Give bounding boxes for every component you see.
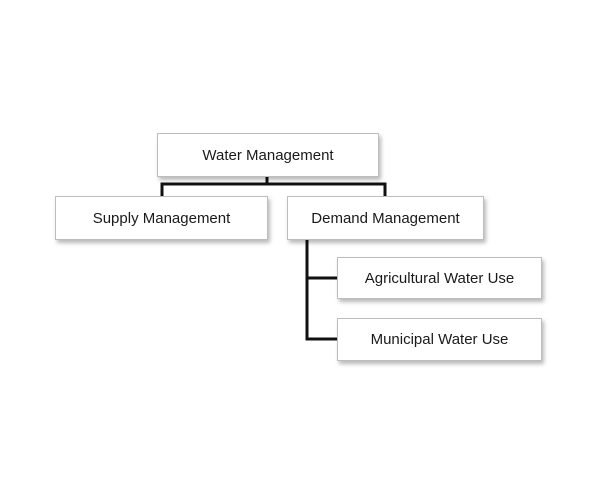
node-label: Agricultural Water Use xyxy=(364,269,515,287)
node-label: Demand Management xyxy=(311,209,460,227)
node-supply-management: Supply Management xyxy=(55,196,268,240)
node-demand-management: Demand Management xyxy=(287,196,484,240)
node-label: Municipal Water Use xyxy=(370,331,509,348)
node-municipal-water-use: Municipal Water Use xyxy=(337,318,542,361)
node-label: Water Management xyxy=(202,146,334,164)
node-label: Supply Management xyxy=(92,209,231,227)
node-water-management: Water Management xyxy=(157,133,379,177)
node-agricultural-water-use: Agricultural Water Use xyxy=(337,257,542,299)
